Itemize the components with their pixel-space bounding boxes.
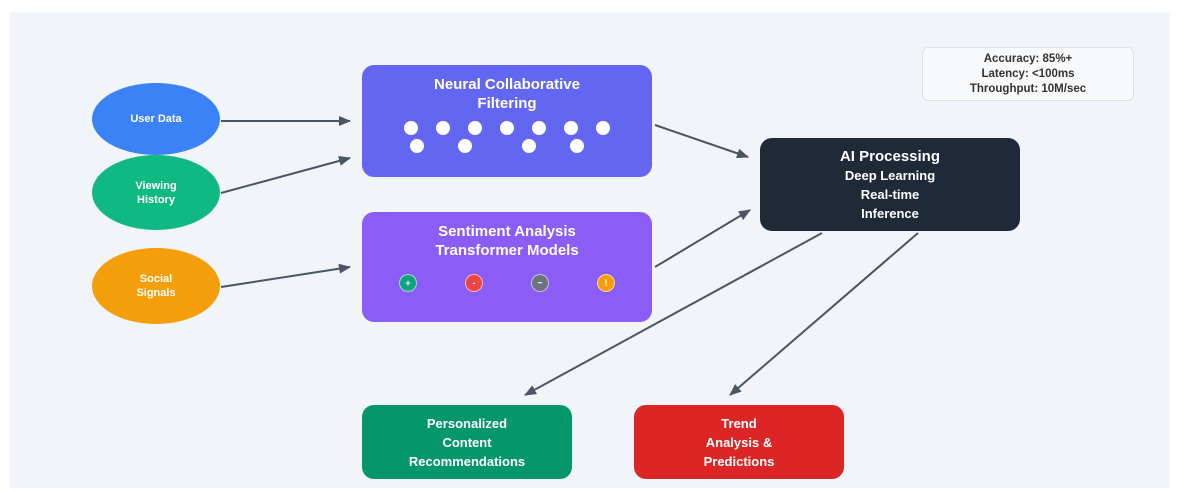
social-signals-label-line2: Signals xyxy=(136,287,176,299)
arrow-history-to-ncf xyxy=(220,156,351,194)
arrow-ai-to-recommendations xyxy=(524,232,823,396)
user-data-label: User Data xyxy=(130,113,182,125)
sentiment-title-line2: Transformer Models xyxy=(435,242,579,259)
metric-throughput: Throughput: 10M/sec xyxy=(969,82,1087,95)
ncf-neuron-row-2 xyxy=(410,139,584,153)
neuron-dot xyxy=(532,121,546,135)
social-signals-node: Social Signals xyxy=(92,248,220,324)
trends-line1: Trend xyxy=(721,415,757,431)
recommendations-node: Personalized Content Recommendations xyxy=(362,405,572,479)
ncf-neuron-row-1 xyxy=(404,121,610,135)
ncf-title-line2: Filtering xyxy=(477,95,537,112)
recommendations-line1: Personalized xyxy=(426,415,508,431)
neuron-dot xyxy=(436,121,450,135)
ai-line-3: Inference xyxy=(861,205,919,221)
ai-processing-node: AI Processing Deep Learning Real-time In… xyxy=(760,138,1020,231)
recommendations-line2: Content xyxy=(442,434,492,450)
arrow-sentiment-to-ai xyxy=(654,209,751,268)
trends-line3: Predictions xyxy=(703,453,775,469)
metric-latency: Latency: <100ms xyxy=(981,67,1075,80)
metrics-box: Accuracy: 85%+ Latency: <100ms Throughpu… xyxy=(922,47,1134,101)
arrow-ncf-to-ai xyxy=(654,124,749,159)
ncf-node: Neural Collaborative Filtering xyxy=(362,65,652,177)
neuron-dot xyxy=(404,121,418,135)
viewing-history-label-line2: History xyxy=(137,193,175,206)
sentiment-title-line1: Sentiment Analysis xyxy=(438,223,576,240)
ai-line-2: Real-time xyxy=(860,186,920,202)
social-signals-label-line1: Social xyxy=(139,273,173,285)
neuron-dot xyxy=(458,139,472,153)
alert-sentiment-icon: ! xyxy=(597,274,615,292)
arrow-ai-to-trends xyxy=(729,232,919,396)
sentiment-indicators: + - ~ ! xyxy=(399,274,615,292)
neuron-dot xyxy=(596,121,610,135)
ai-processing-title: AI Processing xyxy=(839,147,941,165)
user-data-node: User Data xyxy=(92,83,220,155)
neuron-dot xyxy=(500,121,514,135)
trends-line2: Analysis & xyxy=(705,434,773,450)
recommendations-line3: Recommendations xyxy=(408,453,526,469)
trends-node: Trend Analysis & Predictions xyxy=(634,405,844,479)
ai-line-1: Deep Learning xyxy=(844,167,936,183)
neuron-dot xyxy=(522,139,536,153)
positive-sentiment-icon: + xyxy=(399,274,417,292)
neutral-sentiment-icon: ~ xyxy=(531,274,549,292)
negative-sentiment-icon: - xyxy=(465,274,483,292)
ncf-title-line1: Neural Collaborative xyxy=(434,76,580,93)
neuron-dot xyxy=(564,121,578,135)
arrow-social-to-sentiment xyxy=(220,263,351,288)
metric-accuracy: Accuracy: 85%+ xyxy=(983,52,1073,65)
neuron-dot xyxy=(570,139,584,153)
neuron-dot xyxy=(410,139,424,153)
neuron-dot xyxy=(468,121,482,135)
viewing-history-label-line1: Viewing xyxy=(135,179,177,192)
viewing-history-node: Viewing History xyxy=(92,155,220,230)
sentiment-node: Sentiment Analysis Transformer Models + … xyxy=(362,212,652,322)
